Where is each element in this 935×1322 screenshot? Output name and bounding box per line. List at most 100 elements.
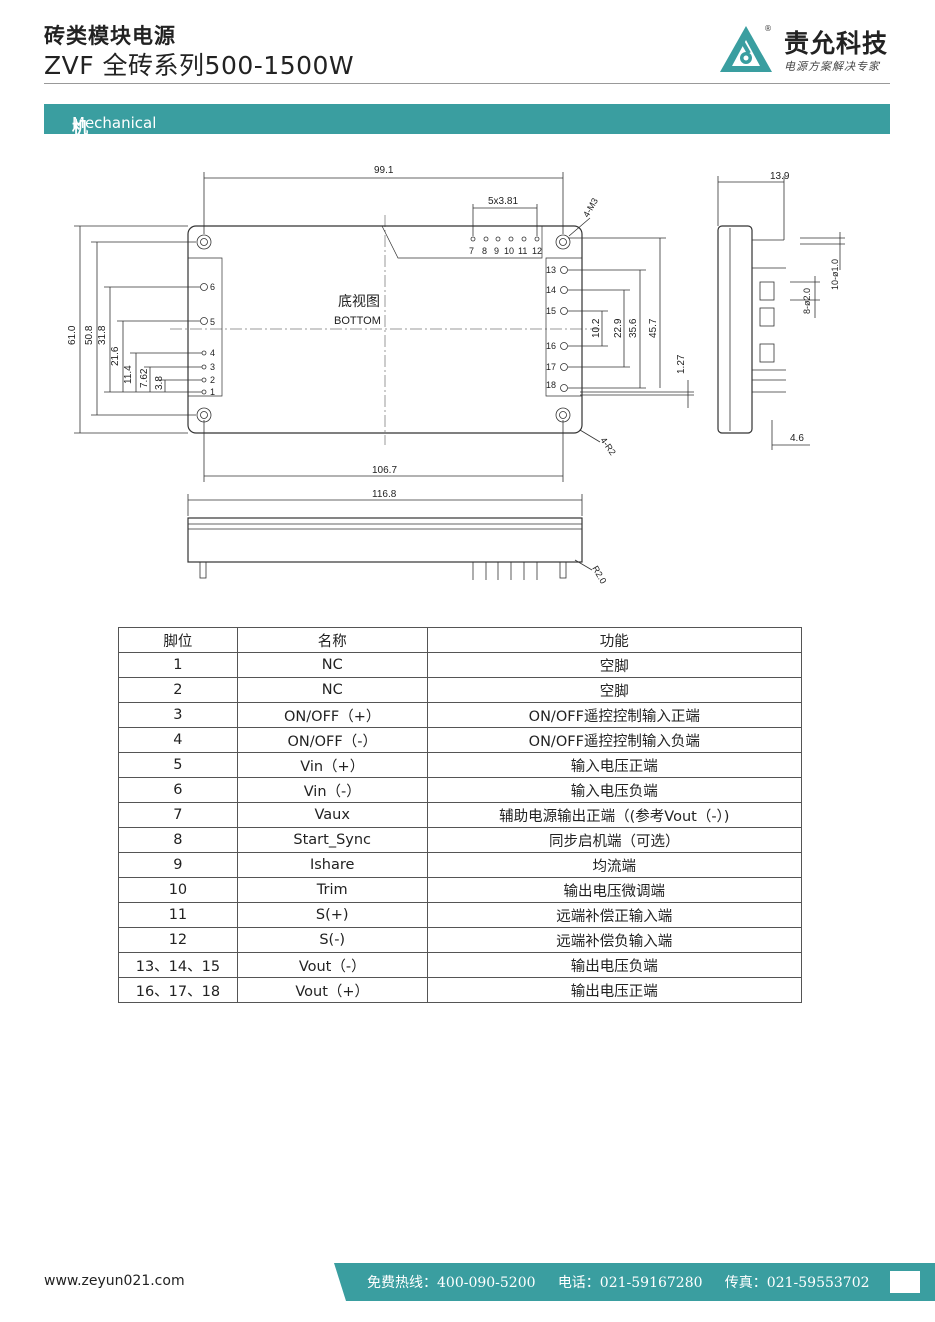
pin-cell: 9 xyxy=(118,852,238,878)
footer-contact-text: 免费热线：400-090-5200 电话：021-59167280 传真：021… xyxy=(367,1272,870,1292)
dim-height-21-6: 21.6 xyxy=(110,346,121,366)
pin-cell: 16、17、18 xyxy=(118,977,238,1003)
dim-thickness: 13.9 xyxy=(770,171,790,182)
dim-height-total: 61.0 xyxy=(67,325,78,345)
name-cell: NC xyxy=(236,652,428,678)
dim-right-22-9: 22.9 xyxy=(613,318,624,338)
dim-height-3-8: 3.8 xyxy=(154,376,165,390)
name-cell: Start_Sync xyxy=(236,827,428,853)
website-link[interactable]: www.zeyun021.com xyxy=(44,1273,185,1289)
dim-right-10-2: 10.2 xyxy=(591,318,602,338)
col-header-pin: 脚位 xyxy=(118,627,238,653)
dim-corner-radius: 4-R2 xyxy=(598,435,617,457)
function-cell: 输出电压微调端 xyxy=(426,877,803,903)
name-cell: Vin（+） xyxy=(236,752,428,778)
name-cell: NC xyxy=(236,677,428,703)
function-cell: 同步启机端（可选） xyxy=(426,827,803,853)
footer-contact-bar xyxy=(334,1263,935,1301)
pin-cell: 5 xyxy=(118,752,238,778)
function-cell: ON/OFF遥控控制输入负端 xyxy=(426,727,803,753)
name-cell: S(-) xyxy=(236,927,428,953)
dim-right-35-6: 35.6 xyxy=(628,318,639,338)
header-divider xyxy=(44,83,890,84)
function-cell: ON/OFF遥控控制输入正端 xyxy=(426,702,803,728)
name-cell: S(+) xyxy=(236,902,428,928)
dim-height-50-8: 50.8 xyxy=(84,325,95,345)
name-cell: Vin（-） xyxy=(236,777,428,803)
pin-label: 18 xyxy=(546,380,556,390)
function-cell: 均流端 xyxy=(426,852,803,878)
name-cell: Vout（-） xyxy=(236,952,428,978)
dim-total-length: 116.8 xyxy=(372,489,397,500)
right-pins xyxy=(560,266,568,392)
section-title-en: Mechanical Dimensions Figure xyxy=(72,114,160,168)
name-cell: Trim xyxy=(236,877,428,903)
footer-fax: 传真：021-59553702 xyxy=(724,1275,870,1291)
pin-cell: 2 xyxy=(118,677,238,703)
brand-name: 责允科技 xyxy=(784,29,889,58)
function-cell: 空脚 xyxy=(426,677,803,703)
dim-pin-d1: 10-ø1.0 xyxy=(830,259,840,290)
top-pins xyxy=(470,236,540,242)
pin-cell: 6 xyxy=(118,777,238,803)
trademark-mark: ® xyxy=(764,24,772,33)
pin-cell: 7 xyxy=(118,802,238,828)
pin-label: 8 xyxy=(482,246,487,256)
section-title-cn: 机械尺寸图/ xyxy=(72,118,94,233)
name-cell: ON/OFF（+） xyxy=(236,702,428,728)
pin-label: 2 xyxy=(210,375,215,385)
pin-label: 3 xyxy=(210,362,215,372)
pin-cell: 4 xyxy=(118,727,238,753)
dim-right-1-27: 1.27 xyxy=(676,354,687,374)
pin-label: 12 xyxy=(532,246,542,256)
table-header-row: 脚位 名称 功能 xyxy=(118,627,803,653)
function-cell: 远端补偿负输入端 xyxy=(426,927,803,953)
pin-cell: 12 xyxy=(118,927,238,953)
page-number-box xyxy=(890,1271,920,1293)
module-side-view xyxy=(717,176,845,450)
brand-logo xyxy=(720,26,772,72)
name-cell: Vaux xyxy=(236,802,428,828)
name-cell: ON/OFF（-） xyxy=(236,727,428,753)
pin-cell: 1 xyxy=(118,652,238,678)
module-front-view xyxy=(187,494,593,580)
function-cell: 远端补偿正输入端 xyxy=(426,902,803,928)
bottom-view-label-en: BOTTOM xyxy=(334,315,381,327)
pin-label: 16 xyxy=(546,341,556,351)
function-cell: 输出电压负端 xyxy=(426,952,803,978)
pin-label: 1 xyxy=(210,387,215,397)
pin-label: 5 xyxy=(210,317,215,327)
dim-pin-pitch: 5x3.81 xyxy=(488,196,518,207)
function-cell: 空脚 xyxy=(426,652,803,678)
bottom-view-label-cn: 底视图 xyxy=(338,294,380,310)
dim-right-45-7: 45.7 xyxy=(648,318,659,338)
mechanical-drawing: 6 5 4 3 2 1 13 14 15 16 17 18 7 8 9 10 1… xyxy=(67,165,845,585)
name-cell: Ishare xyxy=(236,852,428,878)
pin-label: 6 xyxy=(210,282,215,292)
pin-label: 15 xyxy=(546,306,556,316)
brand-slogan: 电源方案解决专家 xyxy=(784,60,880,73)
dim-width: 99.1 xyxy=(374,165,394,176)
footer-hotline: 免费热线：400-090-5200 xyxy=(367,1275,536,1291)
dim-pin-length: 4.6 xyxy=(790,433,804,444)
mounting-holes xyxy=(196,234,571,423)
dim-pin-d2: 8-ø2.0 xyxy=(802,288,812,314)
dim-side-radius: R2.0 xyxy=(590,564,608,585)
footer-phone: 电话：021-59167280 xyxy=(557,1275,703,1291)
name-cell: Vout（+） xyxy=(236,977,428,1003)
function-cell: 辅助电源输出正端（(参考Vout（-）) xyxy=(426,802,803,828)
pin-cell: 3 xyxy=(118,702,238,728)
